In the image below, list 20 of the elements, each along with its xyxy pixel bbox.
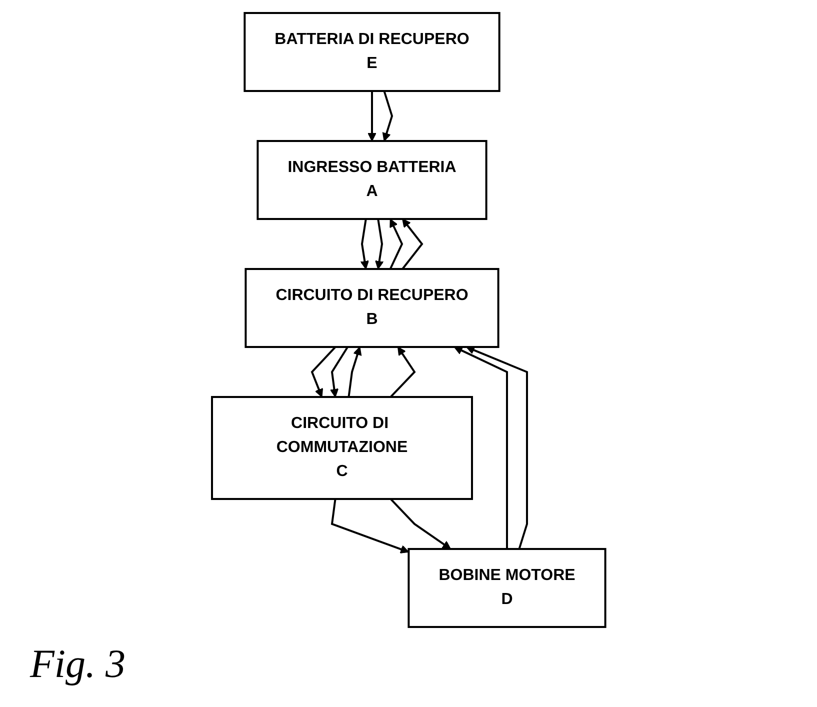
arrow: [330, 498, 409, 554]
arrow: [348, 346, 362, 398]
arrow: [374, 218, 384, 270]
arrow: [360, 218, 369, 270]
arrow: [390, 346, 416, 398]
node-box: BATTERIA DI RECUPERO E: [244, 12, 500, 92]
node-box: BOBINE MOTORE D: [408, 548, 606, 628]
arrow: [466, 346, 528, 550]
arrow: [402, 218, 424, 270]
arrow: [382, 90, 393, 142]
arrow: [367, 91, 376, 142]
arrow: [310, 346, 336, 398]
node-box: INGRESSO BATTERIA A: [256, 140, 488, 220]
node-box: CIRCUITO DI COMMUTAZIONE C: [210, 396, 473, 500]
arrow: [389, 218, 403, 270]
arrow: [390, 498, 451, 550]
arrow: [330, 346, 348, 398]
figure-caption: Fig. 3: [30, 640, 126, 687]
node-box: CIRCUITO DI RECUPERO B: [244, 268, 500, 348]
arrow: [454, 346, 508, 549]
